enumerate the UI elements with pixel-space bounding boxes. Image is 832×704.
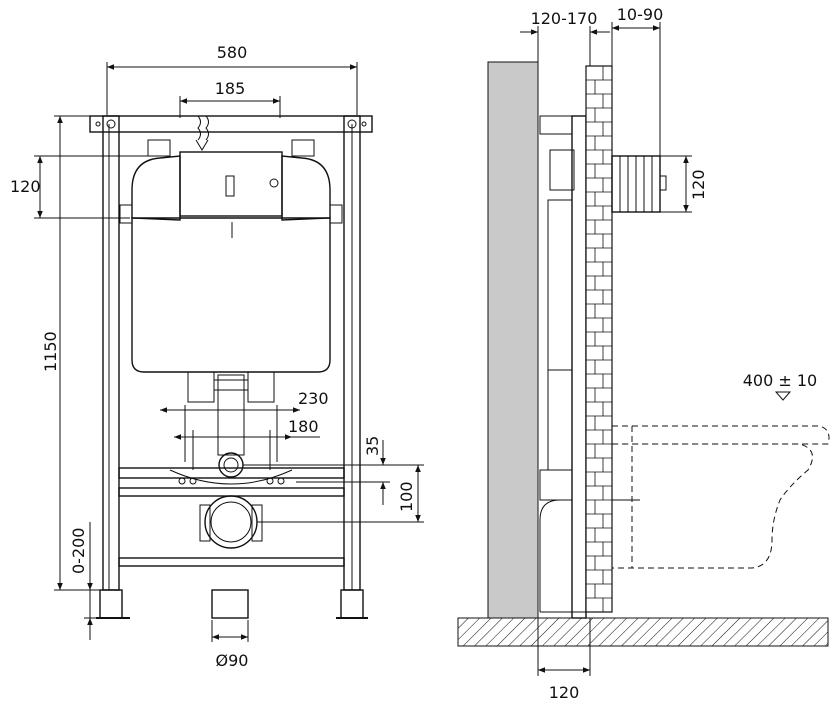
dim-35-label: 35	[363, 436, 382, 456]
dim-100: 100	[257, 464, 424, 523]
dim-180: 180	[174, 417, 320, 470]
dim-120-base-label: 120	[549, 683, 580, 702]
front-view: 580 185 120 1150	[10, 43, 424, 670]
dim-230: 230	[160, 389, 329, 462]
dim-400-label: 400 ± 10	[743, 371, 817, 390]
water-inlet-arrow-icon	[195, 115, 209, 151]
dim-120-170: 120-170	[520, 9, 610, 66]
dim-185: 185	[179, 79, 281, 118]
dim-100-label: 100	[397, 481, 416, 512]
dim-580: 580	[106, 43, 358, 115]
side-frame	[539, 115, 587, 619]
dim-d90-label: Ø90	[216, 651, 249, 670]
dim-580-label: 580	[217, 43, 248, 62]
dim-120-170-label: 120-170	[531, 9, 598, 28]
dim-10-90: 10-90	[611, 5, 664, 156]
dim-180-label: 180	[288, 417, 319, 436]
dim-10-90-label: 10-90	[617, 5, 664, 24]
brick-cladding	[585, 65, 613, 613]
level-marker-icon	[774, 391, 792, 401]
side-view: 120-170 10-90 120 120 400 ± 10	[457, 5, 830, 702]
dim-d90: Ø90	[211, 620, 249, 670]
dim-120-left: 120	[10, 155, 150, 219]
dim-400: 400 ± 10	[743, 371, 817, 401]
dim-120-inlet: 120	[660, 155, 708, 213]
dim-35: 35	[243, 436, 390, 505]
dim-120-base: 120	[537, 618, 591, 702]
floor	[457, 617, 829, 647]
drain-connector	[199, 495, 263, 549]
dim-0-200-label: 0-200	[69, 528, 88, 575]
dim-1150-label: 1150	[41, 331, 60, 372]
dim-1150: 1150	[41, 115, 102, 591]
rear-wall	[487, 61, 539, 619]
dim-230-label: 230	[298, 389, 329, 408]
water-inlet-connector	[611, 155, 667, 213]
dim-120-left-label: 120	[10, 177, 41, 196]
dim-120-inlet-label: 120	[689, 169, 708, 200]
dim-0-200: 0-200	[69, 522, 100, 640]
dim-185-label: 185	[215, 79, 246, 98]
toilet-bowl-outline	[612, 425, 830, 569]
cistern	[119, 139, 343, 456]
outlet-flange	[169, 452, 293, 485]
